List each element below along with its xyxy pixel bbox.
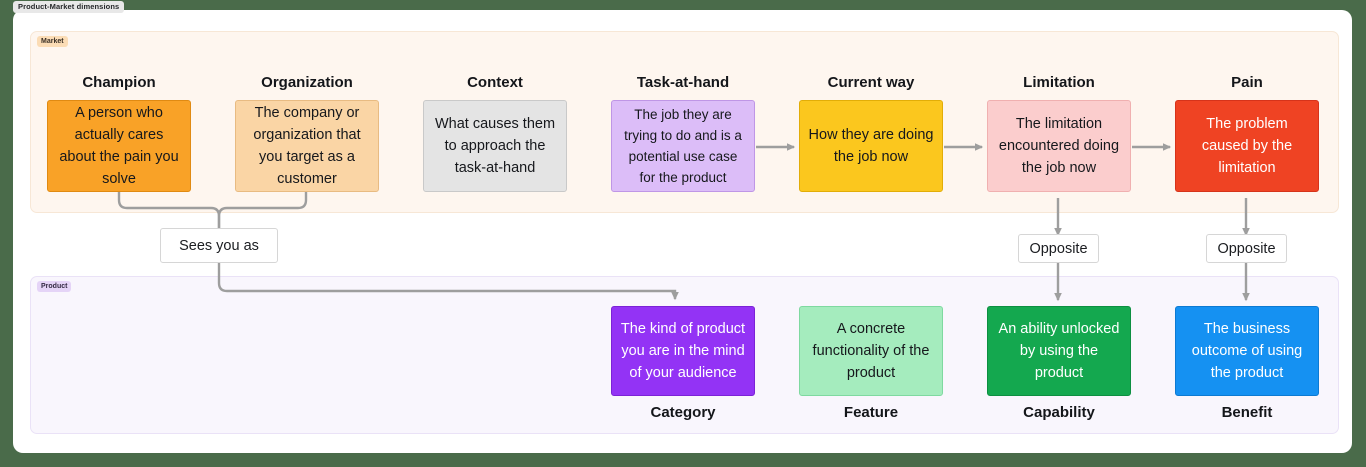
node-title-task-at-hand: Task-at-hand	[636, 74, 730, 91]
edge-label-sees-you-as[interactable]: Sees you as	[160, 228, 278, 263]
node-title-limitation: Limitation	[1023, 74, 1095, 91]
node-title-feature: Feature	[843, 404, 899, 421]
node-current-way[interactable]: How they are doing the job now	[799, 100, 943, 192]
node-benefit[interactable]: The business outcome of using the produc…	[1175, 306, 1319, 396]
node-title-pain: Pain	[1231, 74, 1263, 91]
edge-label-opposite-benefit[interactable]: Opposite	[1206, 234, 1287, 263]
node-feature[interactable]: A concrete functionality of the product	[799, 306, 943, 396]
node-limitation[interactable]: The limitation encountered doing the job…	[987, 100, 1131, 192]
edge-label-opposite-capability[interactable]: Opposite	[1018, 234, 1099, 263]
node-champion[interactable]: A person who actually cares about the pa…	[47, 100, 191, 192]
node-task-at-hand[interactable]: The job they are trying to do and is a p…	[611, 100, 755, 192]
node-title-context: Context	[467, 74, 523, 91]
frame-tab-label[interactable]: Product-Market dimensions	[13, 1, 125, 13]
node-category[interactable]: The kind of product you are in the mind …	[611, 306, 755, 396]
node-pain[interactable]: The problem caused by the limitation	[1175, 100, 1319, 192]
node-title-category: Category	[650, 404, 716, 421]
edge-organization-to-seesyouas	[217, 192, 308, 230]
node-title-organization: Organization	[261, 74, 353, 91]
node-title-current-way: Current way	[827, 74, 915, 91]
edge-champion-to-seesyouas	[117, 192, 221, 230]
node-context[interactable]: What causes them to approach the task-at…	[423, 100, 567, 192]
group-product-label: Product	[37, 281, 72, 292]
node-title-capability: Capability	[1023, 404, 1095, 421]
node-organization[interactable]: The company or organization that you tar…	[235, 100, 379, 192]
node-title-champion: Champion	[82, 74, 156, 91]
node-title-benefit: Benefit	[1221, 404, 1273, 421]
node-capability[interactable]: An ability unlocked by using the product	[987, 306, 1131, 396]
edge-seesyouas-to-category	[217, 261, 679, 301]
group-market-label: Market	[37, 36, 68, 47]
